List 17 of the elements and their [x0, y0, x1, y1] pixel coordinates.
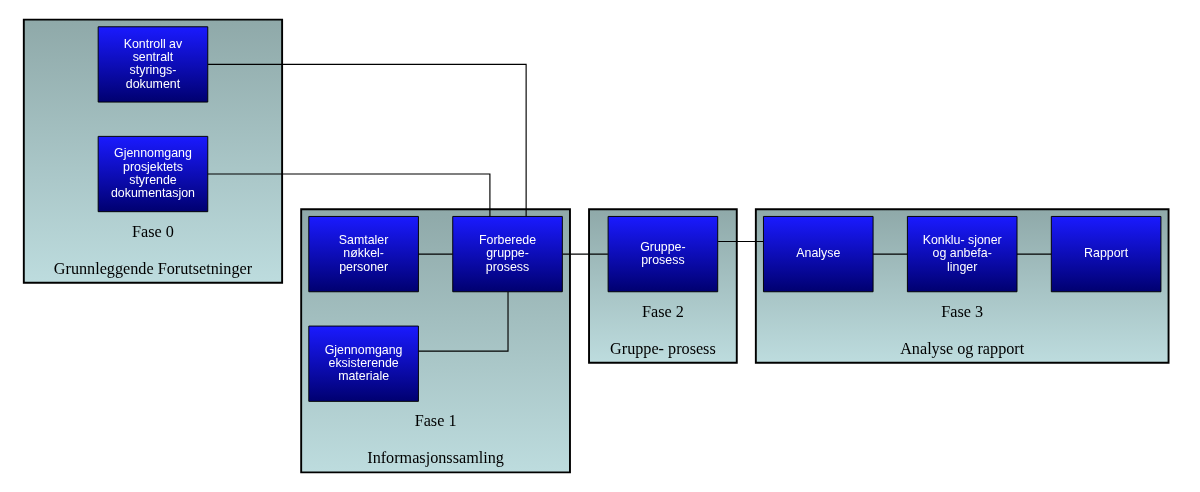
node-box: Gjennomgang prosjektets styrende dokumentasjon: [97, 135, 209, 213]
node-box: Rapport: [1050, 215, 1162, 293]
node-box: Gjennomgang eksisterende materiale: [308, 325, 419, 402]
connector: [562, 253, 609, 255]
connector: [717, 241, 764, 243]
node-box: Analyse: [763, 215, 874, 293]
connector: [872, 253, 908, 255]
node-box: Forberede gruppe- prosess: [452, 215, 563, 293]
node-box: Kontroll av sentralt styrings- dokument: [97, 26, 209, 103]
connector: [417, 253, 454, 255]
node-box: Gruppe- prosess: [607, 215, 719, 293]
connector: [207, 63, 527, 217]
connector: [418, 291, 509, 352]
connector: [1016, 253, 1052, 255]
node-box: Samtaler nøkkel- personer: [308, 215, 419, 293]
node-box: Konklu- sjoner og anbefa- linger: [906, 215, 1018, 293]
connector: [207, 173, 491, 217]
